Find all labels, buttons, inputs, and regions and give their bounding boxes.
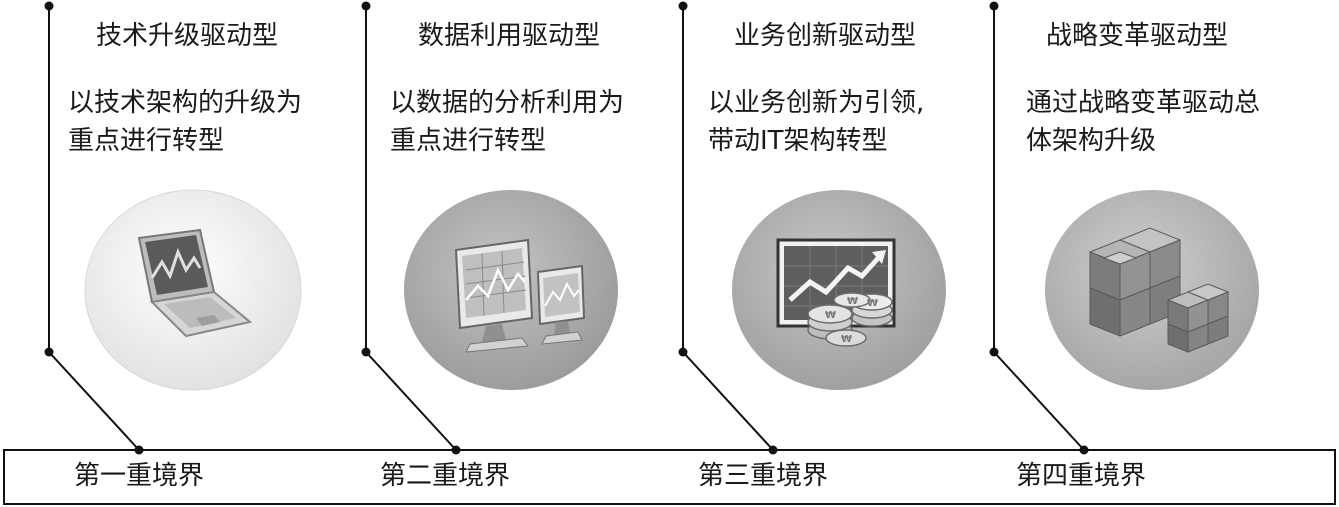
data-monitors-icon bbox=[404, 190, 618, 390]
svg-text:₩: ₩ bbox=[841, 334, 852, 345]
connector-dot-mid-2 bbox=[361, 347, 371, 357]
connector-dot-mid-1 bbox=[44, 347, 54, 357]
stage-title-1: 技术升级驱动型 bbox=[96, 21, 279, 51]
svg-text:₩: ₩ bbox=[847, 296, 858, 307]
stage-title-3: 业务创新驱动型 bbox=[734, 21, 917, 51]
level-label-2: 第二重境界 bbox=[380, 461, 511, 491]
connector-dot-top-4 bbox=[989, 1, 999, 11]
timeline-bar bbox=[3, 449, 1336, 505]
connector-dot-top-2 bbox=[361, 1, 371, 11]
stage-desc-4-line-1: 通过战略变革驱动总 bbox=[1026, 88, 1261, 118]
stage-desc-1: 以技术架构的升级为 重点进行转型 bbox=[68, 84, 358, 160]
stage-desc-2-line-2: 重点进行转型 bbox=[390, 126, 547, 156]
svg-text:₩: ₩ bbox=[825, 310, 836, 321]
connector-dot-top-3 bbox=[678, 1, 688, 11]
stage-desc-3: 以业务创新为引领, 带动IT架构转型 bbox=[708, 84, 998, 160]
stage-desc-1-line-1: 以技术架构的升级为 bbox=[68, 88, 303, 118]
growth-chart-coins-icon: ₩ ₩ ₩ ₩ bbox=[732, 190, 946, 390]
stage-desc-4-line-2: 体架构升级 bbox=[1026, 126, 1157, 156]
connector-dot-bar-2 bbox=[451, 445, 461, 455]
stage-desc-3-line-2: 带动IT架构转型 bbox=[708, 126, 888, 156]
laptop-icon bbox=[84, 189, 302, 391]
connector-dot-mid-4 bbox=[989, 347, 999, 357]
level-label-1: 第一重境界 bbox=[74, 461, 205, 491]
stage-title-4: 战略变革驱动型 bbox=[1046, 21, 1229, 51]
stage-desc-2: 以数据的分析利用为 重点进行转型 bbox=[390, 84, 680, 160]
level-label-3: 第三重境界 bbox=[698, 461, 829, 491]
stage-desc-2-line-1: 以数据的分析利用为 bbox=[390, 88, 625, 118]
stage-desc-4: 通过战略变革驱动总 体架构升级 bbox=[1026, 84, 1316, 160]
connector-dot-bar-3 bbox=[768, 445, 778, 455]
svg-text:₩: ₩ bbox=[867, 298, 878, 309]
cubes-icon bbox=[1045, 190, 1259, 390]
stage-desc-1-line-2: 重点进行转型 bbox=[68, 126, 225, 156]
connector-dot-bar-1 bbox=[134, 445, 144, 455]
connector-dot-top-1 bbox=[44, 1, 54, 11]
connector-dot-bar-4 bbox=[1079, 445, 1089, 455]
stage-title-2: 数据利用驱动型 bbox=[418, 21, 601, 51]
level-label-4: 第四重境界 bbox=[1016, 461, 1147, 491]
stage-desc-3-line-1: 以业务创新为引领, bbox=[708, 88, 925, 118]
connector-dot-mid-3 bbox=[678, 347, 688, 357]
